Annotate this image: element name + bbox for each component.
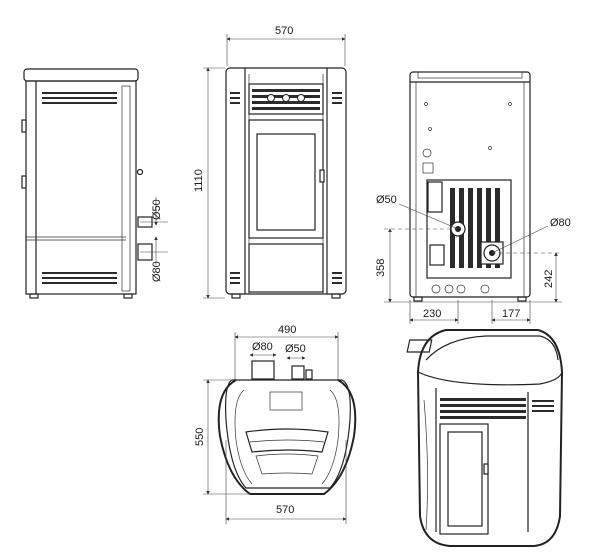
rear-right-offset-label: 177 xyxy=(502,308,520,320)
front-width-label: 570 xyxy=(275,25,293,37)
front-height-label: 1110 xyxy=(193,169,205,192)
side-flue-label: Ø50 xyxy=(151,199,163,220)
front-view: 570 1110 xyxy=(193,25,347,299)
plan-depth-label: 550 xyxy=(194,428,206,446)
side-air-label: Ø80 xyxy=(151,261,163,282)
plan-view: 490 Ø80 Ø50 550 570 xyxy=(194,324,357,524)
plan-top-depth-label: 490 xyxy=(278,324,296,336)
plan-flue-label: Ø50 xyxy=(285,343,306,355)
plan-air-label: Ø80 xyxy=(252,341,273,353)
rear-air-label: Ø80 xyxy=(550,217,571,229)
rear-left-offset-label: 230 xyxy=(423,308,441,320)
rear-view: Ø50 Ø80 358 242 230 177 xyxy=(375,71,571,324)
rear-flue-label: Ø50 xyxy=(376,194,397,206)
rear-flue-height-label: 358 xyxy=(375,259,387,277)
plan-width-label: 570 xyxy=(276,504,294,516)
perspective-view xyxy=(406,329,564,547)
side-view: Ø50 Ø80 xyxy=(21,68,168,299)
rear-air-height-label: 242 xyxy=(543,270,555,288)
